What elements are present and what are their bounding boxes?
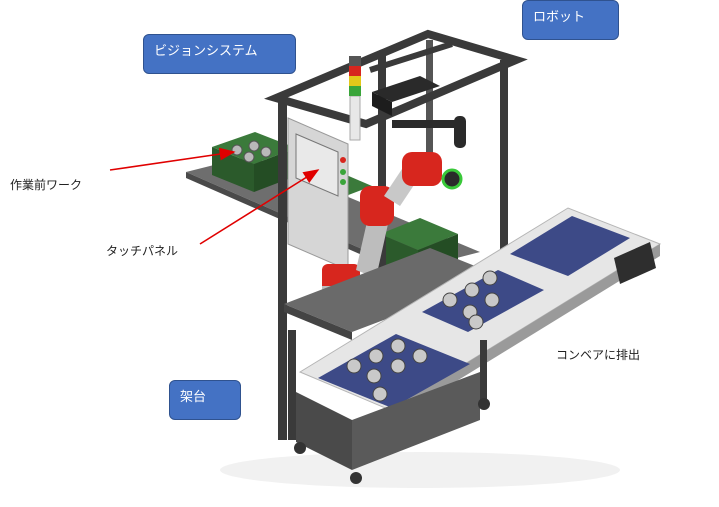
workpiece: [346, 358, 362, 374]
floor-shadow: [220, 452, 620, 488]
caster: [294, 442, 306, 454]
frame-post: [278, 100, 287, 440]
callout-robot: ロボット: [522, 0, 619, 40]
robot-tool: [441, 168, 463, 190]
conveyor-side: [390, 244, 660, 422]
workpiece: [484, 292, 500, 308]
workpiece: [468, 314, 484, 330]
workpiece: [248, 140, 260, 152]
workpiece: [368, 348, 384, 364]
vision-camera-front: [372, 92, 392, 116]
stand-leg: [288, 330, 296, 440]
workpiece: [260, 146, 272, 158]
caster: [478, 398, 490, 410]
label-conveyor-out: コンベアに排出: [556, 348, 641, 362]
stand-body: [352, 372, 480, 470]
arrow-pre-work: [109, 147, 236, 171]
workpiece: [243, 151, 255, 163]
top-frame-outer: [264, 29, 528, 129]
signal-tower-cap: [349, 56, 361, 66]
cabinet-indicator-red: [340, 157, 346, 163]
workpiece: [390, 338, 406, 354]
workpiece: [482, 270, 498, 286]
robot-wrist: [402, 152, 442, 186]
signal-tower-pole: [349, 95, 361, 141]
stand-leg: [480, 340, 487, 400]
workpiece: [464, 282, 480, 298]
conveyor-motor: [614, 242, 656, 284]
cabinet-indicator-green: [340, 169, 346, 175]
robot-stage-plate: [284, 248, 500, 332]
workpiece: [231, 144, 243, 156]
callout-frame-stand: 架台: [169, 380, 241, 420]
green-tray-right-top: [380, 218, 458, 250]
frame-post: [378, 52, 386, 302]
conveyor-workpieces-middle: [442, 270, 500, 330]
arrow-touch-panel: [199, 169, 320, 245]
workpiece: [366, 368, 382, 384]
caster: [350, 472, 362, 484]
workpiece: [412, 348, 428, 364]
vision-camera: [372, 76, 440, 102]
robot-stage-plate-edge: [284, 304, 352, 340]
conveyor-plate-3: [510, 216, 630, 276]
label-pre-work: 作業前ワーク: [10, 178, 83, 192]
camera-head: [454, 116, 466, 148]
callout-vision-system: ビジョンシステム: [143, 34, 296, 74]
signal-tower-yellow: [349, 76, 361, 86]
frame-post: [500, 60, 508, 250]
cabinet-indicator-green: [340, 179, 346, 185]
workpiece: [442, 292, 458, 308]
conveyor-workpieces-front: [346, 338, 428, 402]
label-touch-panel: タッチパネル: [106, 244, 179, 258]
stand-cabinet: [296, 392, 352, 470]
signal-tower-red: [349, 66, 361, 76]
top-frame-cross: [369, 41, 453, 73]
conveyor-plate-2: [422, 270, 544, 332]
signal-tower-green: [349, 86, 361, 96]
vision-mount-bar: [392, 120, 464, 128]
workpiece: [372, 386, 388, 402]
workpiece: [390, 358, 406, 374]
